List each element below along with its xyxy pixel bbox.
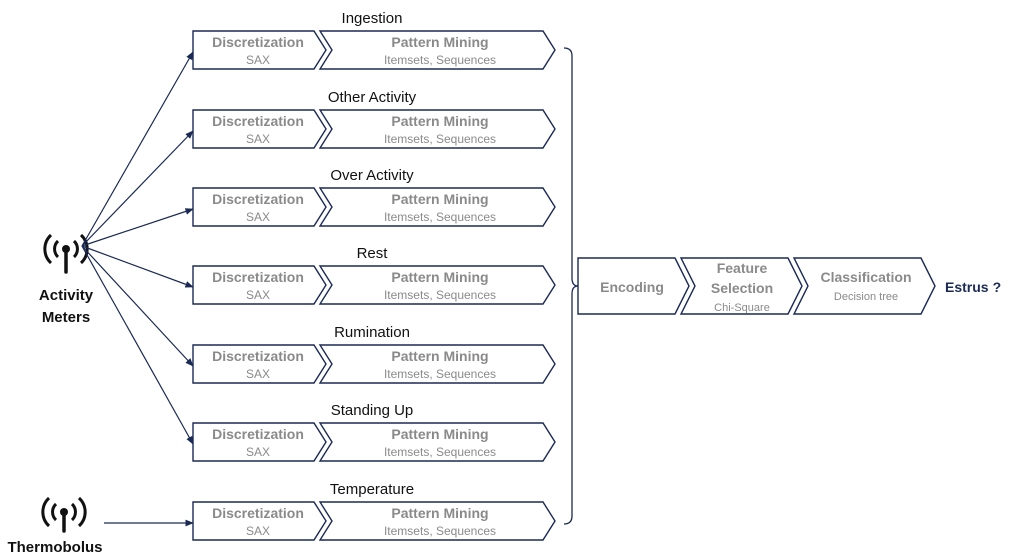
discretization-sublabel: SAX (246, 524, 270, 538)
pattern-mining-sublabel: Itemsets, Sequences (384, 132, 496, 146)
arrow (81, 51, 194, 247)
pattern-mining-label: Pattern Mining (391, 191, 488, 207)
discretization-label: Discretization (212, 505, 304, 521)
discretization-label: Discretization (212, 113, 304, 129)
feature-selection-step (679, 257, 803, 315)
encoding-label: Encoding (600, 279, 664, 295)
discretization-label: Discretization (212, 348, 304, 364)
pattern-mining-label: Pattern Mining (391, 113, 488, 129)
source-label: Activity (39, 287, 94, 304)
pipeline-label: Rest (357, 245, 389, 262)
pattern-mining-sublabel: Itemsets, Sequences (384, 367, 496, 381)
pattern-mining-sublabel: Itemsets, Sequences (384, 210, 496, 224)
pipeline-label: Standing Up (331, 402, 414, 419)
merge-brace (563, 47, 579, 525)
output-label: Estrus? (945, 279, 1001, 295)
feature-selection-label: Feature (717, 260, 768, 276)
discretization-label: Discretization (212, 191, 304, 207)
discretization-label: Discretization (212, 34, 304, 50)
output: Estrus? (945, 279, 1001, 295)
arrow (81, 208, 194, 247)
pattern-mining-step (318, 109, 556, 149)
pattern-mining-label: Pattern Mining (391, 505, 488, 521)
encoding-step (577, 257, 690, 315)
final-steps: Encoding Feature Selection Chi-Square Cl… (577, 257, 936, 315)
source-label: Meters (42, 309, 90, 326)
pattern-mining-label: Pattern Mining (391, 269, 488, 285)
arrow (81, 245, 194, 445)
source-label: Thermobolus (7, 539, 102, 556)
discretization-sublabel: SAX (246, 132, 270, 146)
pipeline-label: Temperature (330, 481, 414, 498)
discretization-sublabel: SAX (246, 210, 270, 224)
pipeline-label: Ingestion (342, 10, 403, 27)
pattern-mining-step (318, 265, 556, 305)
classification-sublabel: Decision tree (834, 291, 898, 303)
pattern-mining-step (318, 30, 556, 70)
discretization-label: Discretization (212, 426, 304, 442)
discretization-step (192, 109, 327, 149)
source-arrows (81, 51, 194, 527)
output-text: Estrus (945, 279, 989, 295)
discretization-step (192, 344, 327, 384)
pattern-mining-sublabel: Itemsets, Sequences (384, 524, 496, 538)
pattern-mining-label: Pattern Mining (391, 426, 488, 442)
classification-step (792, 257, 936, 315)
discretization-step (192, 501, 327, 541)
discretization-step (192, 30, 327, 70)
discretization-sublabel: SAX (246, 367, 270, 381)
pattern-mining-step (318, 187, 556, 227)
feature-selection-label: Selection (711, 280, 773, 296)
arrow (81, 130, 194, 247)
classification-label: Classification (820, 269, 911, 285)
discretization-sublabel: SAX (246, 445, 270, 459)
feature-selection-sublabel: Chi-Square (714, 302, 770, 314)
discretization-step (192, 422, 327, 462)
arrow (81, 245, 194, 288)
output-mark: ? (993, 279, 1002, 295)
pipeline-label: Rumination (334, 324, 410, 341)
pattern-mining-sublabel: Itemsets, Sequences (384, 288, 496, 302)
antenna-icon (41, 496, 87, 533)
thermobolus-source: Thermobolus (7, 496, 103, 556)
pattern-mining-step (318, 501, 556, 541)
discretization-label: Discretization (212, 269, 304, 285)
pattern-mining-step (318, 422, 556, 462)
pattern-mining-sublabel: Itemsets, Sequences (384, 53, 496, 67)
discretization-step (192, 265, 327, 305)
discretization-step (192, 187, 327, 227)
pattern-mining-label: Pattern Mining (391, 34, 488, 50)
pipeline-label: Over Activity (330, 167, 414, 184)
pattern-mining-sublabel: Itemsets, Sequences (384, 445, 496, 459)
antenna-icon (43, 233, 89, 274)
discretization-sublabel: SAX (246, 288, 270, 302)
pipeline-label: Other Activity (328, 89, 417, 106)
activity-meters-source: Activity Meters (39, 233, 94, 326)
arrow (81, 245, 194, 367)
pattern-mining-label: Pattern Mining (391, 348, 488, 364)
pattern-mining-step (318, 344, 556, 384)
discretization-sublabel: SAX (246, 53, 270, 67)
